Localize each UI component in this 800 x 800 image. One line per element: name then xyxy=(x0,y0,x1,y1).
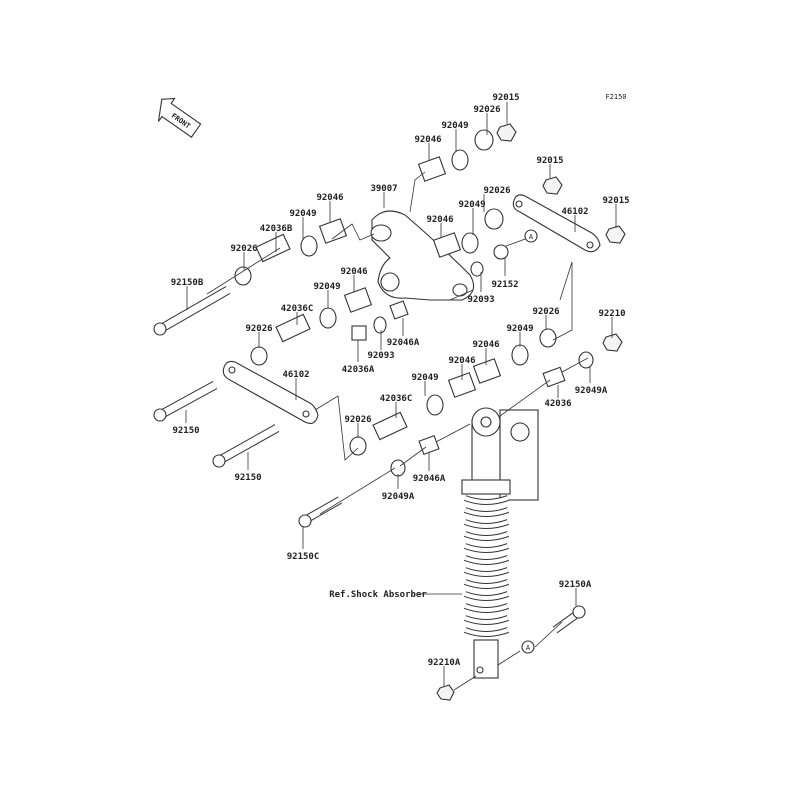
part-label[interactable]: 92046 xyxy=(426,215,453,225)
part-label[interactable]: 92093 xyxy=(367,351,394,361)
part-label[interactable]: 92046A xyxy=(387,338,420,348)
part-label[interactable]: 92049A xyxy=(382,492,415,502)
part-label[interactable]: 92015 xyxy=(492,93,519,103)
part-label[interactable]: 92152 xyxy=(491,280,518,290)
part-label[interactable]: 92046 xyxy=(414,135,441,145)
svg-text:A: A xyxy=(529,233,534,241)
part-label[interactable]: 92049 xyxy=(458,200,485,210)
bolt-92150-upper xyxy=(153,381,218,422)
part-label[interactable]: 92026 xyxy=(245,324,272,334)
part-label[interactable]: 92026 xyxy=(483,186,510,196)
shock-absorber xyxy=(461,407,539,679)
part-label[interactable]: 92210A xyxy=(428,658,461,668)
part-label[interactable]: 92015 xyxy=(602,196,629,206)
part-label[interactable]: 92015 xyxy=(536,156,563,166)
part-label[interactable]: 92026 xyxy=(532,307,559,317)
part-label[interactable]: 92046 xyxy=(472,340,499,350)
part-label[interactable]: 92049 xyxy=(441,121,468,131)
reference-marker-a-upper: A xyxy=(524,229,538,243)
part-label[interactable]: 92049 xyxy=(506,324,533,334)
part-label[interactable]: 92049 xyxy=(313,282,340,292)
washers-nuts xyxy=(234,123,626,701)
part-label[interactable]: 92026 xyxy=(230,244,257,254)
bolt-92150b xyxy=(153,286,231,336)
part-label[interactable]: 39007 xyxy=(370,184,397,194)
leader-lines xyxy=(185,102,617,691)
tie-rod-lower xyxy=(222,360,319,424)
svg-text:A: A xyxy=(526,644,531,652)
part-label[interactable]: 42036 xyxy=(544,399,571,409)
bolt-92150-lower xyxy=(212,424,280,468)
part-label[interactable]: 42036A xyxy=(342,365,375,375)
part-label[interactable]: 92093 xyxy=(467,295,494,305)
part-label[interactable]: 92046 xyxy=(340,267,367,277)
part-label[interactable]: 92046 xyxy=(448,356,475,366)
part-label[interactable]: 46102 xyxy=(282,370,309,380)
part-label[interactable]: 92026 xyxy=(473,105,500,115)
part-label[interactable]: 92150B xyxy=(171,278,204,288)
rocker-arm xyxy=(370,210,475,301)
part-label[interactable]: 92046 xyxy=(316,193,343,203)
part-label[interactable]: 92150 xyxy=(172,426,199,436)
part-label[interactable]: 92210 xyxy=(598,309,625,319)
part-label[interactable]: 92046A xyxy=(413,474,446,484)
part-label[interactable]: 92150 xyxy=(234,473,261,483)
tie-rod-upper xyxy=(512,194,601,253)
part-label[interactable]: 42036C xyxy=(380,394,413,404)
part-label[interactable]: 92026 xyxy=(344,415,371,425)
part-label[interactable]: 46102 xyxy=(561,207,588,217)
part-label[interactable]: 42036C xyxy=(281,304,314,314)
bearings-collars xyxy=(255,156,566,456)
part-label[interactable]: 42036B xyxy=(260,224,293,234)
reference-marker-a-lower: A xyxy=(521,640,535,654)
part-labels: 92015 92026 92049 92046 39007 92046 9204… xyxy=(171,93,630,668)
figure-code: F2150 xyxy=(605,93,626,101)
ref-shock-absorber-label[interactable]: Ref.Shock Absorber xyxy=(329,590,427,600)
part-label[interactable]: 92150A xyxy=(559,580,592,590)
part-label[interactable]: 92150C xyxy=(287,552,320,562)
part-label[interactable]: 92049 xyxy=(289,209,316,219)
part-label[interactable]: 92049A xyxy=(575,386,608,396)
bolt-92150a xyxy=(552,605,586,634)
bolt-92150c xyxy=(298,496,342,528)
front-arrow-icon: FRONT xyxy=(157,97,202,138)
part-label[interactable]: 92049 xyxy=(411,373,438,383)
